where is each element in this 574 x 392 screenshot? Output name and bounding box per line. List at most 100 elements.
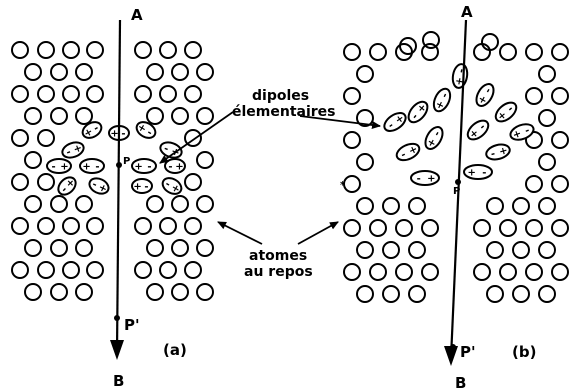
atom-circle bbox=[356, 153, 374, 171]
atom-circle bbox=[538, 285, 556, 303]
atom-circle bbox=[171, 239, 189, 257]
dipoles-pointer-left bbox=[159, 111, 234, 164]
atoms-label-line1: atomes bbox=[249, 248, 307, 264]
dipole-ellipse bbox=[509, 123, 535, 141]
atom-circle bbox=[134, 41, 152, 59]
dipole-ellipse bbox=[88, 177, 110, 195]
atom-circle bbox=[37, 129, 55, 147]
dipole-sign-right: + bbox=[427, 174, 435, 185]
dipole-sign-right: - bbox=[95, 162, 99, 173]
atom-circle bbox=[196, 63, 214, 81]
point-p-a bbox=[116, 162, 122, 168]
atom-circle bbox=[146, 107, 164, 125]
atom-circle bbox=[24, 63, 42, 81]
atom-circle bbox=[159, 41, 177, 59]
dipole: +- bbox=[475, 83, 495, 107]
dipole: -+ bbox=[395, 142, 421, 162]
atom-circle bbox=[184, 261, 202, 279]
atom-circle bbox=[343, 131, 361, 149]
dipoles-group: +-+-+--+-+-++-+--+-+-++--++-+--+-++-+-+-… bbox=[46, 63, 535, 196]
atom-circle bbox=[538, 65, 556, 83]
arrowhead-b-icon bbox=[444, 346, 458, 366]
dipole-ellipse bbox=[161, 177, 183, 195]
atom-circle bbox=[399, 37, 417, 55]
atom-circle bbox=[356, 241, 374, 259]
atom-circle bbox=[184, 41, 202, 59]
atom-circle bbox=[37, 173, 55, 191]
atom-circle bbox=[11, 173, 29, 191]
dipole-sign-right: - bbox=[145, 127, 154, 139]
dipole: +- bbox=[463, 164, 493, 180]
atom-circle bbox=[75, 283, 93, 301]
dipole-ellipse bbox=[46, 158, 72, 174]
dipole-ellipse bbox=[432, 87, 452, 113]
atom-circle bbox=[50, 283, 68, 301]
dipole-ellipse bbox=[466, 119, 490, 141]
atom-circle bbox=[538, 241, 556, 259]
dipole-sign-left: - bbox=[386, 120, 396, 131]
dipole-sign-left: - bbox=[163, 179, 172, 191]
atom-circle bbox=[37, 217, 55, 235]
dipole-sign-right: - bbox=[432, 129, 444, 138]
atom-circle bbox=[551, 43, 569, 61]
dipole: +- bbox=[466, 119, 490, 141]
atom-circle bbox=[369, 263, 387, 281]
dipole: -+ bbox=[61, 141, 85, 159]
atom-circle bbox=[184, 85, 202, 103]
atom-circle bbox=[551, 131, 569, 149]
dipole-sign-right: - bbox=[506, 104, 516, 115]
atom-circle bbox=[408, 197, 426, 215]
dipole-sign-left: + bbox=[511, 128, 523, 141]
atom-circle bbox=[196, 239, 214, 257]
atom-circle bbox=[196, 195, 214, 213]
atom-circle bbox=[525, 219, 543, 237]
atom-circle bbox=[75, 239, 93, 257]
label-a-top: A bbox=[131, 6, 143, 24]
atom-circle bbox=[11, 41, 29, 59]
dipole: -+ bbox=[88, 177, 110, 196]
atom-circle bbox=[421, 263, 439, 281]
point-p-b bbox=[455, 179, 461, 185]
atom-circle bbox=[512, 241, 530, 259]
field-line-b bbox=[449, 19, 468, 359]
label-a-bottom: B bbox=[113, 372, 124, 390]
dipole-ellipse bbox=[410, 170, 440, 186]
atom-circle bbox=[86, 85, 104, 103]
atom-circle bbox=[473, 43, 491, 61]
atom-circle bbox=[196, 283, 214, 301]
atom-circle bbox=[538, 109, 556, 127]
atoms-pointer-left bbox=[217, 221, 263, 245]
atom-circle bbox=[11, 85, 29, 103]
atom-circle bbox=[196, 107, 214, 125]
dipole-ellipse bbox=[164, 158, 186, 174]
atom-circle bbox=[62, 85, 80, 103]
dipole-sign-right: - bbox=[439, 91, 451, 99]
atom-circle bbox=[24, 107, 42, 125]
atom-circle bbox=[395, 219, 413, 237]
dipole: +- bbox=[424, 126, 444, 150]
dipole: +- bbox=[81, 121, 103, 140]
dipole-ellipse bbox=[61, 141, 85, 159]
atom-circle bbox=[86, 217, 104, 235]
atom-circle bbox=[146, 195, 164, 213]
atom-circle bbox=[343, 219, 361, 237]
atom-circle bbox=[382, 197, 400, 215]
atom-circle bbox=[75, 63, 93, 81]
atom-circle bbox=[499, 43, 517, 61]
atom-circle bbox=[551, 263, 569, 281]
atom-circle bbox=[408, 241, 426, 259]
atom-circle bbox=[551, 175, 569, 193]
dipole-sign-right: - bbox=[524, 125, 532, 137]
dipole-sign-right: - bbox=[144, 182, 148, 193]
dipole: -+ bbox=[57, 176, 78, 196]
atoms-label-line2: au repos bbox=[244, 264, 313, 280]
atom-circle bbox=[525, 131, 543, 149]
atom-circle bbox=[382, 241, 400, 259]
atom-circle bbox=[525, 87, 543, 105]
atom-circle bbox=[499, 263, 517, 281]
atom-circle bbox=[343, 87, 361, 105]
atom-circle bbox=[196, 151, 214, 169]
atom-circle bbox=[499, 219, 517, 237]
dipole-sign-right: - bbox=[482, 168, 486, 179]
